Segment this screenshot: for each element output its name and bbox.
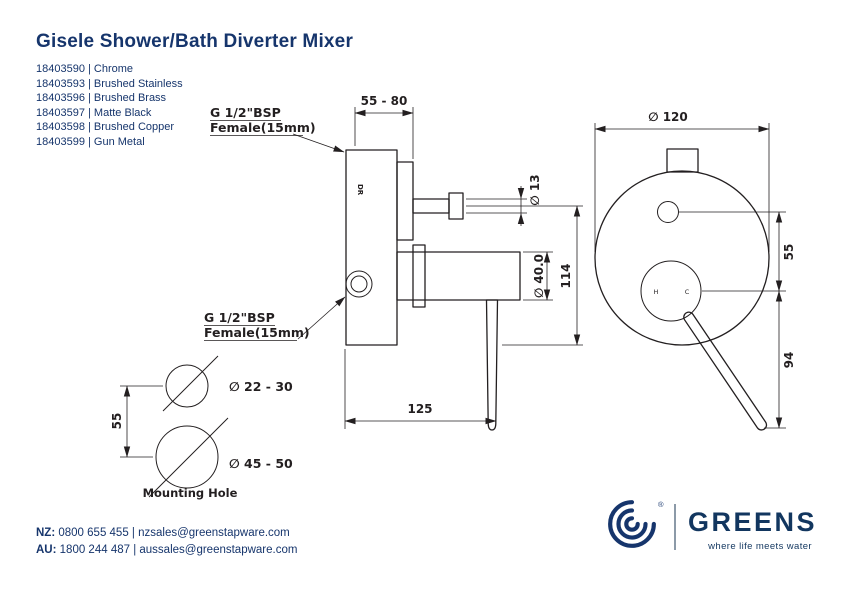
dim-depth-range: 55 - 80 xyxy=(354,94,414,159)
small-mounting-hole xyxy=(165,364,209,408)
mounting-hole-detail: ∅ 22 - 30 ∅ 45 - 50 55 Mounting Hole xyxy=(110,355,293,500)
dim-body-diameter: ∅ 40.0 xyxy=(523,251,553,301)
page-title: Gisele Shower/Bath Diverter Mixer xyxy=(36,31,354,52)
brand-block: ® GREENS where life meets water xyxy=(600,494,820,564)
inlet-port xyxy=(345,270,373,298)
contact-block: NZ: 0800 655 455 | nzsales@greenstapware… xyxy=(36,525,297,558)
large-mounting-hole xyxy=(155,425,219,489)
product-code: 18403596 | Brushed Brass xyxy=(36,92,167,105)
handle-hub xyxy=(640,260,702,322)
valve-body xyxy=(345,149,398,346)
au-contact: 1800 244 487 | aussales@greenstapware.co… xyxy=(59,543,298,556)
bottom-port-label-line1: G 1/2"BSP xyxy=(204,310,275,325)
escutcheon-plate xyxy=(412,244,426,308)
top-port-label-line2: Female(15mm) xyxy=(210,120,316,135)
dim-handle-length-label: 94 xyxy=(782,352,796,369)
front-view: H C xyxy=(594,148,770,431)
handle-lever-side xyxy=(485,299,499,431)
dim-depth-range-label: 55 - 80 xyxy=(361,94,408,108)
pipe-coupling xyxy=(448,192,464,220)
dim-body-diameter-label: ∅ 40.0 xyxy=(532,254,546,298)
dim-small-hole-label: ∅ 22 - 30 xyxy=(229,379,293,394)
body-marking: DR xyxy=(356,184,364,196)
dim-depth: 125 xyxy=(344,349,497,429)
faceplate-circle xyxy=(594,170,770,346)
au-label: AU: xyxy=(36,543,57,556)
inlet-port-inner xyxy=(350,275,368,293)
product-code: 18403597 | Matte Black xyxy=(36,106,152,119)
dim-depth-label: 125 xyxy=(407,402,432,416)
dim-pipe-diameter-label: ∅ 13 xyxy=(528,174,542,205)
dim-large-hole-label: ∅ 45 - 50 xyxy=(229,456,293,471)
dim-hole-spacing-label: 55 xyxy=(110,413,124,430)
side-view: DR xyxy=(345,149,521,431)
product-code: 18403598 | Brushed Copper xyxy=(36,121,175,134)
handle-lever-front xyxy=(683,311,768,431)
dim-faceplate-diameter-label: ∅ 120 xyxy=(648,110,688,124)
outlet-pipe xyxy=(412,198,450,214)
hot-marking: H xyxy=(654,288,659,296)
dim-pipe-diameter: ∅ 13 xyxy=(466,174,542,226)
top-port-label-line1: G 1/2"BSP xyxy=(210,105,281,120)
callout-top-port: G 1/2"BSP Female(15mm) xyxy=(210,105,345,153)
contact-line-nz: NZ: 0800 655 455 | nzsales@greenstapware… xyxy=(36,525,297,542)
mounting-hole-caption: Mounting Hole xyxy=(143,486,238,500)
dim-button-offset-label: 55 xyxy=(782,244,796,261)
top-stub xyxy=(666,148,699,173)
logo-divider xyxy=(674,504,676,550)
brand-wordmark: GREENS xyxy=(688,507,818,537)
diverter-button xyxy=(657,201,679,223)
registered-mark: ® xyxy=(658,500,664,509)
cold-marking: C xyxy=(685,288,690,296)
product-code-list: 18403590 | Chrome 18403593 | Brushed Sta… xyxy=(36,62,183,150)
dim-faceplate-diameter: ∅ 120 xyxy=(594,110,770,252)
product-code: 18403593 | Brushed Stainless xyxy=(36,77,183,90)
contact-line-au: AU: 1800 244 487 | aussales@greenstapwar… xyxy=(36,542,297,559)
nz-label: NZ: xyxy=(36,527,56,539)
brand-tagline: where life meets water xyxy=(708,541,812,552)
valve-front-block xyxy=(396,161,414,241)
dim-height-label: 114 xyxy=(559,263,573,288)
dim-button-offset: 55 xyxy=(679,211,796,292)
bottom-port-label-line2: Female(15mm) xyxy=(204,325,310,340)
nz-contact: 0800 655 455 | nzsales@greenstapware.com xyxy=(58,527,290,539)
callout-bottom-port: G 1/2"BSP Female(15mm) xyxy=(204,296,346,341)
product-code: 18403599 | Gun Metal xyxy=(36,135,145,148)
dim-height: 114 xyxy=(466,205,583,346)
greens-swirl-logo-icon xyxy=(608,500,656,548)
cartridge-cylinder xyxy=(396,251,521,301)
dim-handle-length: 94 xyxy=(764,290,796,429)
product-code: 18403590 | Chrome xyxy=(36,63,134,75)
